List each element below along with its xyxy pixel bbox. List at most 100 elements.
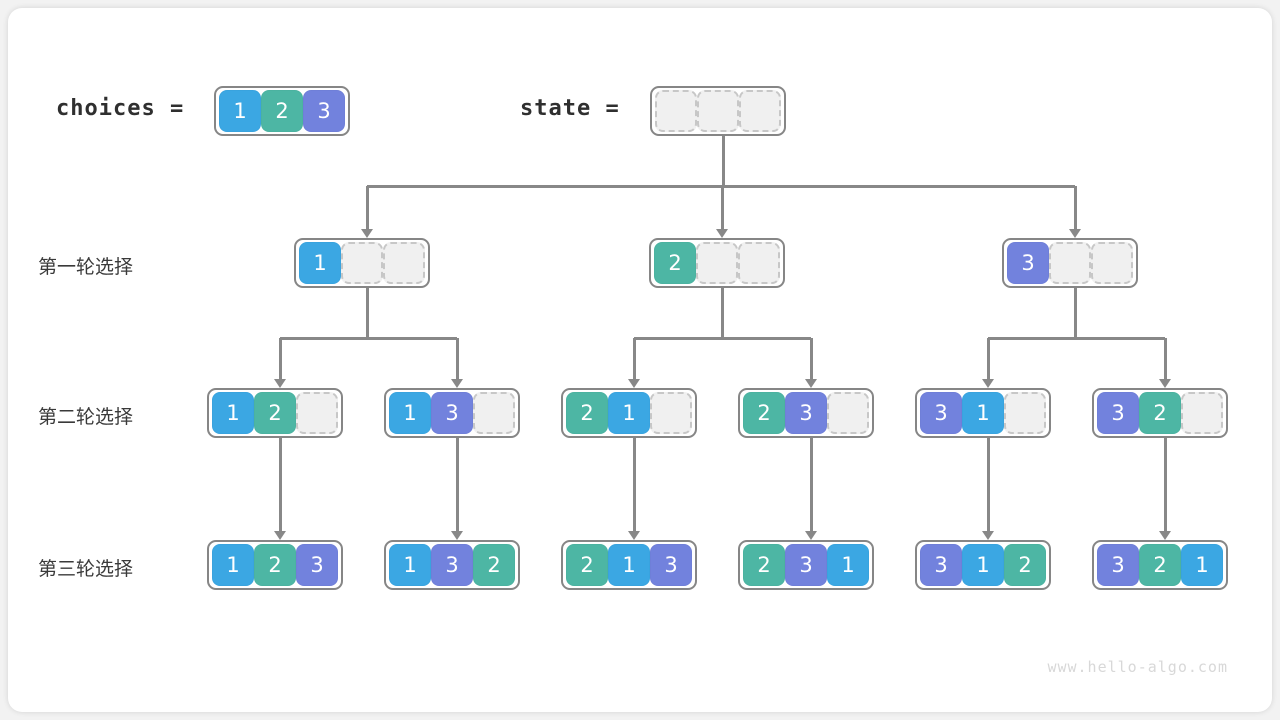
cell-empty (696, 242, 738, 284)
cell-value: 3 (296, 544, 338, 586)
choices-label: choices = (56, 96, 185, 121)
cell-value: 2 (254, 392, 296, 434)
cell-empty (1091, 242, 1133, 284)
branch-to-round2 (1164, 338, 1167, 379)
round1-node-2: 2 (649, 238, 785, 288)
cell-value: 1 (212, 392, 254, 434)
cell-value: 1 (389, 544, 431, 586)
cell-value: 3 (431, 544, 473, 586)
arrow-to-round2 (274, 379, 286, 388)
cell-empty (650, 392, 692, 434)
round1-bus-3 (988, 337, 1165, 340)
cell-value: 2 (1004, 544, 1046, 586)
round2-stem-2 (456, 438, 459, 531)
branch-to-round1-3 (1074, 186, 1077, 229)
row-label-round-1: 第一轮选择 (38, 256, 134, 278)
cell-value: 2 (1139, 392, 1181, 434)
cell-value: 3 (1007, 242, 1049, 284)
branch-to-round2 (810, 338, 813, 379)
round2-stem-5 (987, 438, 990, 531)
round2-stem-3 (633, 438, 636, 531)
arrow-to-round3-2 (451, 531, 463, 540)
cell-empty (738, 242, 780, 284)
state-array (650, 86, 786, 136)
round1-stem-1 (366, 288, 369, 338)
round2-stem-4 (810, 438, 813, 531)
arrow-to-round3-3 (628, 531, 640, 540)
arrow-to-round2 (1159, 379, 1171, 388)
arrow-to-round2 (982, 379, 994, 388)
watermark: www.hello-algo.com (1047, 658, 1228, 676)
cell-empty (1181, 392, 1223, 434)
round1-node-3: 3 (1002, 238, 1138, 288)
cell-empty (296, 392, 338, 434)
branch-to-round2 (987, 338, 990, 379)
branch-to-round2 (456, 338, 459, 379)
state-cell (739, 90, 781, 132)
cell-empty (383, 242, 425, 284)
cell-value: 3 (785, 392, 827, 434)
cell-value: 3 (431, 392, 473, 434)
round2-stem-1 (279, 438, 282, 531)
cell-value: 2 (566, 392, 608, 434)
cell-empty (473, 392, 515, 434)
cell-value: 1 (962, 392, 1004, 434)
cell-value: 3 (1097, 544, 1139, 586)
root-stem (722, 136, 725, 186)
cell-value: 2 (654, 242, 696, 284)
cell-value: 1 (608, 544, 650, 586)
cell-empty (341, 242, 383, 284)
arrow-to-round2 (451, 379, 463, 388)
cell-value: 1 (1181, 544, 1223, 586)
choices-cell: 2 (261, 90, 303, 132)
arrow-to-round3-1 (274, 531, 286, 540)
arrow-to-round2 (628, 379, 640, 388)
cell-value: 1 (389, 392, 431, 434)
cell-value: 3 (920, 544, 962, 586)
round1-stem-2 (721, 288, 724, 338)
arrow-to-round2 (805, 379, 817, 388)
cell-value: 3 (1097, 392, 1139, 434)
row-label-round-2: 第二轮选择 (38, 406, 134, 428)
branch-to-round1-2 (721, 186, 724, 229)
cell-empty (1004, 392, 1046, 434)
round1-node-1: 1 (294, 238, 430, 288)
state-cell (655, 90, 697, 132)
cell-value: 3 (650, 544, 692, 586)
cell-value: 2 (743, 544, 785, 586)
arrow-to-round1-3 (1069, 229, 1081, 238)
branch-to-round2 (279, 338, 282, 379)
state-cell (697, 90, 739, 132)
choices-cell: 3 (303, 90, 345, 132)
arrow-to-round3-4 (805, 531, 817, 540)
cell-empty (827, 392, 869, 434)
cell-value: 2 (1139, 544, 1181, 586)
arrow-to-round1-1 (361, 229, 373, 238)
cell-value: 2 (473, 544, 515, 586)
round1-bus-1 (280, 337, 457, 340)
cell-value: 1 (827, 544, 869, 586)
arrow-to-round3-5 (982, 531, 994, 540)
cell-value: 1 (299, 242, 341, 284)
cell-value: 3 (920, 392, 962, 434)
cell-value: 2 (254, 544, 296, 586)
cell-value: 1 (962, 544, 1004, 586)
cell-value: 1 (212, 544, 254, 586)
branch-to-round1-1 (366, 186, 369, 229)
arrow-to-round3-6 (1159, 531, 1171, 540)
cell-empty (1049, 242, 1091, 284)
